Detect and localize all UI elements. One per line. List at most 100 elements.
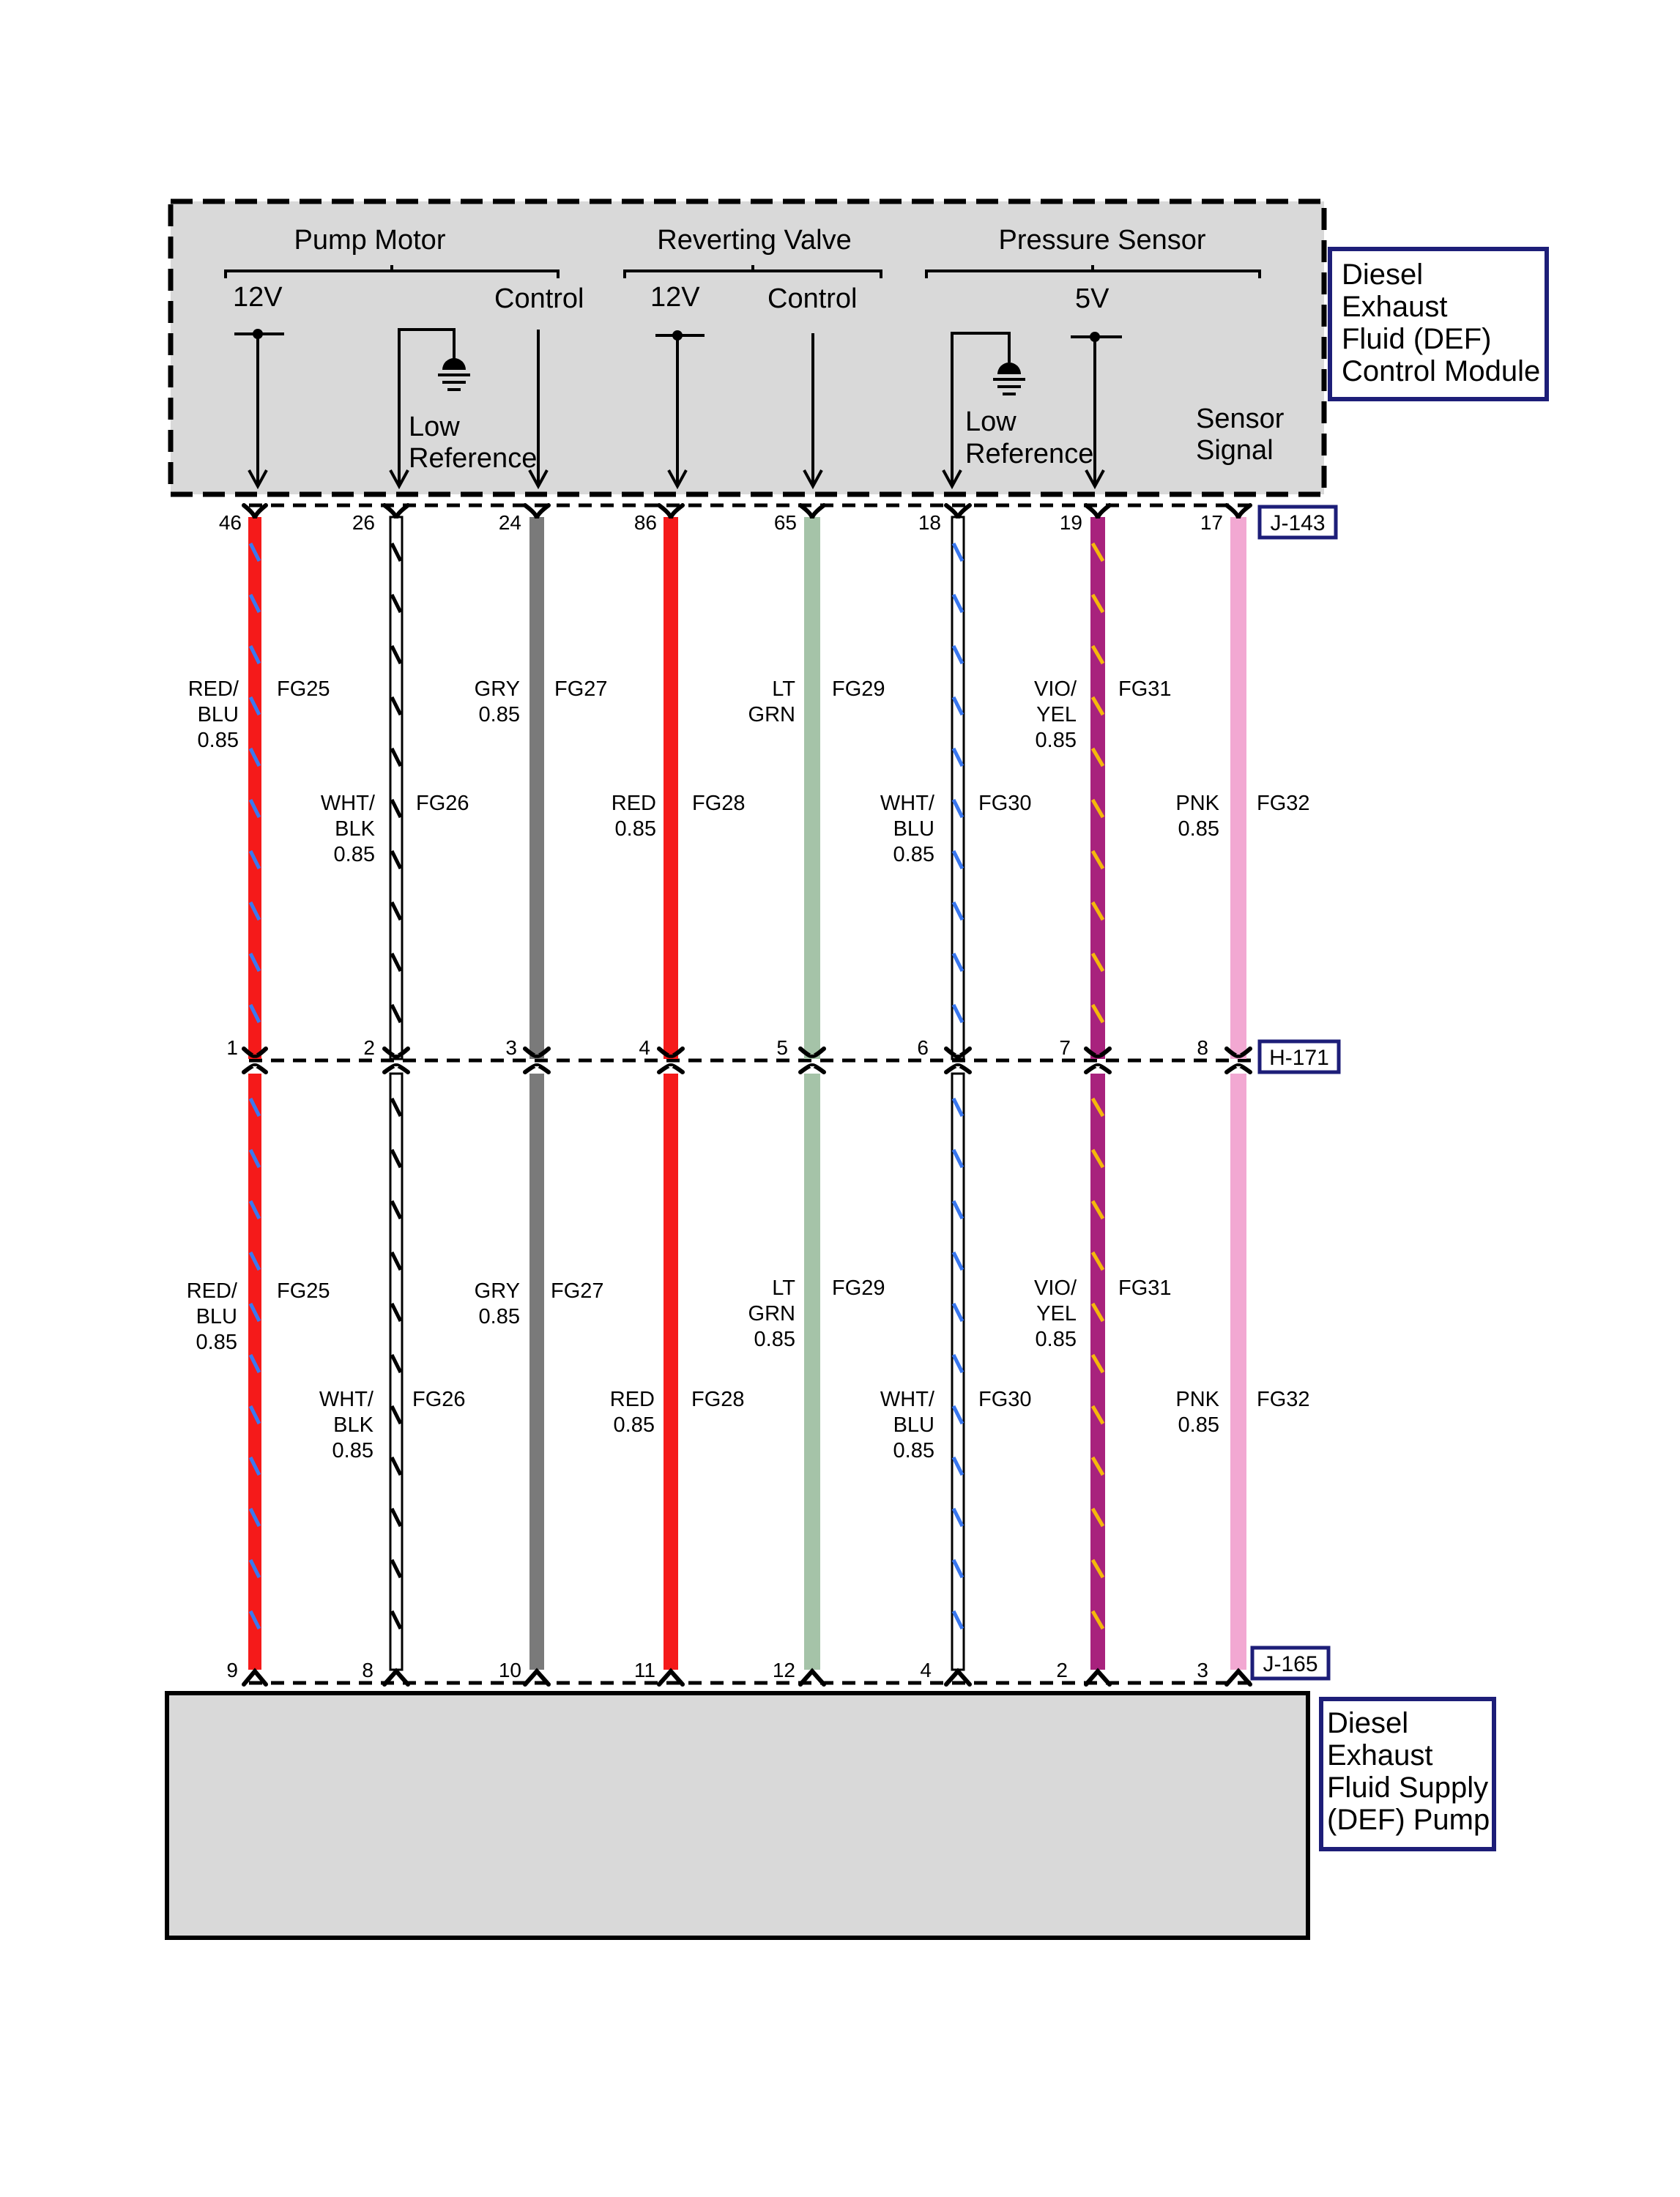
- pin-number: 19: [1060, 511, 1082, 534]
- wire-color-label: VIO/: [1034, 677, 1077, 701]
- pin-number: 10: [499, 1659, 521, 1681]
- wire-color-label: BLK: [335, 817, 375, 841]
- ground-icon: [997, 363, 1021, 374]
- pin-number: 5: [776, 1036, 788, 1059]
- valve-12v-label: 12V: [650, 282, 700, 313]
- pump-control-label: Control: [494, 283, 584, 314]
- wire-gauge-label: 0.85: [893, 843, 934, 866]
- wire-labels-lower: RED/ BLU 0.85 FG25 WHT/ BLK 0.85 FG26 GR…: [187, 1276, 1310, 1462]
- sensor-signal-label: Sensor: [1196, 404, 1285, 434]
- connector-j165-text: J-165: [1263, 1652, 1317, 1676]
- pin-number: 7: [1059, 1036, 1071, 1059]
- wire-gauge-label: 0.85: [196, 1331, 237, 1354]
- section-pump-motor: Pump Motor: [294, 225, 446, 256]
- wire-circuit-label: FG27: [551, 1279, 604, 1303]
- sensor-low-ref-label-2: Reference: [965, 439, 1093, 469]
- pin-number: 2: [1056, 1659, 1068, 1681]
- pump-control-path: [528, 330, 549, 490]
- bracket-pump-motor: [224, 265, 560, 278]
- pump-12v-node: [253, 329, 263, 339]
- wire-circuit-label: FG25: [277, 1279, 330, 1303]
- pin-number: 65: [774, 511, 797, 534]
- wire-gauge-label: 0.85: [1178, 1413, 1219, 1437]
- wire-circuit-label: FG26: [412, 1388, 466, 1411]
- wire-gauge-label: 0.85: [614, 1413, 655, 1437]
- wire-gauge-label: 0.85: [754, 1328, 795, 1351]
- wire-color-label: PNK: [1175, 1388, 1219, 1411]
- sensor-low-ref-label: Low: [965, 406, 1016, 437]
- wire-color-label: RED/: [187, 1279, 238, 1303]
- section-reverting-valve: Reverting Valve: [657, 225, 851, 256]
- connector-h171-text: H-171: [1269, 1046, 1329, 1070]
- def-supply-pump: [165, 1691, 1310, 1940]
- wire-gauge-label: 0.85: [479, 703, 520, 726]
- wire-fg29: [804, 517, 820, 1670]
- wire-fg30: [951, 516, 965, 1671]
- module-title-line: Fluid (DEF): [1342, 323, 1491, 355]
- pin-number: 12: [773, 1659, 795, 1681]
- pump-12v-label: 12V: [233, 282, 283, 313]
- wire-circuit-label: FG32: [1257, 1388, 1310, 1411]
- pump-title-line: Exhaust: [1327, 1739, 1433, 1772]
- wire-gauge-label: 0.85: [893, 1439, 934, 1462]
- pump-title-line: (DEF) Pump: [1327, 1804, 1490, 1836]
- wire-color-label: GRY: [475, 677, 520, 701]
- wire-fg31: [1090, 517, 1105, 1670]
- ground-icon: [442, 358, 466, 370]
- connector-label-j143: J-143: [1257, 505, 1338, 540]
- pump-title-line: Fluid Supply: [1327, 1772, 1488, 1804]
- pin-number: 26: [352, 511, 375, 534]
- pump-title-box: Diesel Exhaust Fluid Supply (DEF) Pump: [1319, 1697, 1496, 1851]
- wire-color-label: GRN: [748, 703, 795, 726]
- wire-circuit-label: FG27: [554, 677, 608, 701]
- wire-color-label: WHT/: [880, 792, 935, 815]
- section-pressure-sensor: Pressure Sensor: [998, 225, 1205, 256]
- wire-color-label: BLU: [196, 1305, 237, 1328]
- pump-low-ref-label: Low: [409, 412, 460, 442]
- wire-circuit-label: FG28: [691, 1388, 745, 1411]
- pump-low-ref-label-2: Reference: [409, 443, 537, 474]
- wire-color-label: RED/: [188, 677, 239, 701]
- wire-fg32: [1230, 517, 1246, 1670]
- wire-color-label: WHT/: [880, 1388, 935, 1411]
- pin-numbers-j165: 9 8 10 11 12 4 2 3: [226, 1659, 1208, 1681]
- wire-circuit-label: FG26: [416, 792, 469, 815]
- wire-fg27: [529, 517, 544, 1670]
- pin-numbers-j143: 46 26 24 86 65 18 19 17: [219, 511, 1223, 534]
- wire-circuit-label: FG32: [1257, 792, 1310, 815]
- wire-labels-upper: RED/ BLU 0.85 FG25 WHT/ BLK 0.85 FG26 GR…: [188, 677, 1310, 866]
- module-title-line: Diesel: [1342, 259, 1423, 291]
- pin-number: 24: [499, 511, 521, 534]
- pin-number: 46: [219, 511, 242, 534]
- pin-number: 4: [920, 1659, 932, 1681]
- wire-color-label: PNK: [1175, 792, 1219, 815]
- wire-color-label: GRY: [475, 1279, 520, 1303]
- wire-color-label: RED: [610, 1388, 655, 1411]
- terminal-symbols: [242, 503, 1252, 1687]
- wire-color-label: VIO/: [1034, 1276, 1077, 1300]
- wire-circuit-label: FG30: [978, 1388, 1032, 1411]
- sensor-5v-label: 5V: [1075, 283, 1110, 314]
- bracket-reverting-valve: [623, 265, 882, 278]
- wire-color-label: RED: [612, 792, 656, 815]
- pin-number: 17: [1200, 511, 1223, 534]
- wire-color-label: WHT/: [321, 792, 376, 815]
- wire-gauge-label: 0.85: [334, 843, 375, 866]
- wire-color-label: BLK: [333, 1413, 373, 1437]
- wire-color-label: BLU: [893, 1413, 934, 1437]
- wire-circuit-label: FG29: [832, 677, 885, 701]
- module-title-box: Diesel Exhaust Fluid (DEF) Control Modul…: [1328, 247, 1549, 401]
- wire-color-label: BLU: [198, 703, 239, 726]
- pin-numbers-h171: 1 2 3 4 5 6 7 8: [226, 1036, 1208, 1059]
- wire-gauge-label: 0.85: [1036, 1328, 1077, 1351]
- pin-number: 2: [363, 1036, 375, 1059]
- connector-label-j165: J-165: [1250, 1646, 1331, 1681]
- wire-color-label: YEL: [1036, 703, 1077, 726]
- pin-number: 8: [1197, 1036, 1208, 1059]
- sensor-low-ref-path: [942, 332, 1025, 490]
- wire-circuit-label: FG28: [692, 792, 746, 815]
- pin-number: 6: [917, 1036, 929, 1059]
- pin-number: 9: [226, 1659, 238, 1681]
- wire-color-label: WHT/: [319, 1388, 374, 1411]
